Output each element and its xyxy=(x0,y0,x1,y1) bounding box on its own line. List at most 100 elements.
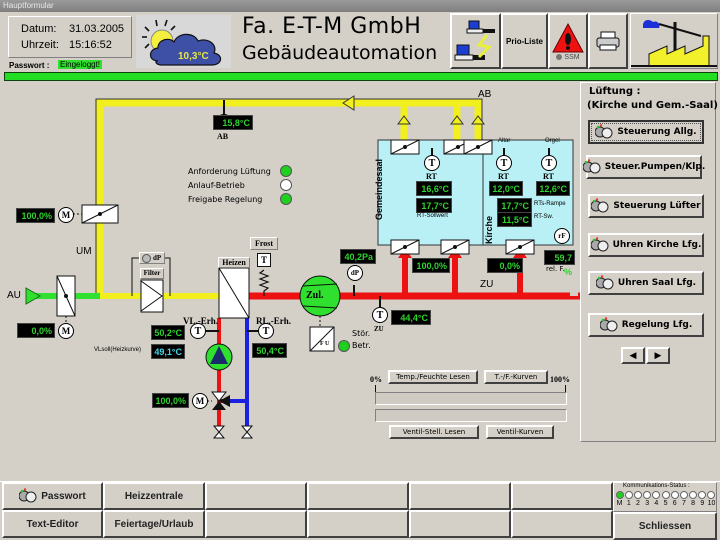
key-icon xyxy=(18,488,37,504)
betr-label: Betr. xyxy=(352,341,371,350)
comm-node: 10 xyxy=(707,491,716,508)
feiertage-urlaub-label: Feiertage/Urlaub xyxy=(114,518,194,530)
ssm-button[interactable]: SSM xyxy=(548,13,588,69)
valve-trend-bar xyxy=(375,409,567,422)
kirche-rt1-sensor: T xyxy=(496,155,512,171)
status-item: Anlauf-Betrieb xyxy=(188,178,292,192)
close-button[interactable]: Schliessen xyxy=(613,512,717,540)
comm-node-led xyxy=(698,491,707,499)
steuer-pumpen-label: Steuer.Pumpen/Klp. xyxy=(604,162,706,172)
print-button[interactable] xyxy=(588,13,628,69)
comm-node-label: 8 xyxy=(691,500,696,507)
temp-humidity-read-button[interactable]: Temp./Feuchte Lesen xyxy=(388,370,478,384)
next-page-button[interactable]: ▶ xyxy=(646,347,670,364)
au-label: AU xyxy=(7,290,21,301)
vl-soll-label: VLsoll(Heizkurve) xyxy=(94,347,142,353)
steuerung-allg-button[interactable]: Steuerung Allg. xyxy=(588,120,704,144)
saal-sollwert-label: RT-Sollwert xyxy=(417,213,448,219)
regelung-lfg-label: Regelung Lfg. xyxy=(621,320,693,330)
temp-trend-bar xyxy=(375,392,567,405)
outside-air-inlet-icon xyxy=(25,287,42,305)
saal-rt-value: 16,6°C xyxy=(416,181,452,196)
fu-run-led xyxy=(338,340,350,352)
footer-empty-button[interactable] xyxy=(205,482,307,510)
steuer-pumpen-button[interactable]: Steuer.Pumpen/Klp. xyxy=(582,155,705,179)
dp-value: 40,2Pa xyxy=(340,249,376,264)
time-label: Uhrzeit: xyxy=(21,39,59,51)
comm-node-led xyxy=(707,491,716,499)
three-way-valve-icon xyxy=(210,391,228,402)
heizzentrale-button[interactable]: Heizzentrale xyxy=(103,482,205,510)
comm-node: 2 xyxy=(633,491,642,508)
zu-sensor-label: ZU xyxy=(374,325,384,333)
status-label: Anlauf-Betrieb xyxy=(188,180,245,190)
valve-position-read-button[interactable]: Ventil-Stell. Lesen xyxy=(389,425,479,439)
flow-arrow-icon xyxy=(342,95,355,111)
saal-rt-label: RT xyxy=(426,172,437,181)
heizzentrale-label: Heizzentrale xyxy=(124,490,184,502)
date-value: 31.03.2005 xyxy=(69,23,125,35)
comm-node: 6 xyxy=(670,491,679,508)
footer-empty-button[interactable] xyxy=(307,510,409,538)
temp-humidity-curves-label: T.-/F.-Kurven xyxy=(494,373,538,381)
comm-node-label: M xyxy=(616,500,623,507)
comm-node: 7 xyxy=(679,491,688,508)
zu-temp-value: 44,4°C xyxy=(391,310,431,325)
comm-node-label: 5 xyxy=(663,500,668,507)
steuerung-luefter-label: Steuerung Lüfter xyxy=(613,201,701,211)
steuerung-allg-label: Steuerung Allg. xyxy=(617,127,697,137)
kirche-rt2-label: RT xyxy=(543,172,554,181)
filter-label: Filter xyxy=(140,268,164,279)
valve-value: 100,0% xyxy=(152,393,189,408)
um-motor-icon: M xyxy=(58,207,74,223)
orgel-label: Orgel xyxy=(545,138,560,144)
comm-node-led xyxy=(661,491,670,499)
valve-curves-label: Ventil-Kurven xyxy=(496,428,544,436)
printer-icon xyxy=(596,31,620,51)
comm-node-led xyxy=(643,491,652,499)
feiertage-urlaub-button[interactable]: Feiertage/Urlaub xyxy=(103,510,205,538)
scale-tick-min xyxy=(375,385,376,392)
stoer-label: Stör. xyxy=(352,329,371,338)
footer-empty-button[interactable] xyxy=(511,482,613,510)
comm-node: 1 xyxy=(624,491,633,508)
footer-empty-button[interactable] xyxy=(409,510,511,538)
prio-list-button[interactable]: Prio-Liste xyxy=(501,13,548,69)
text-editor-button[interactable]: Text-Editor xyxy=(2,510,103,538)
footer-empty-button[interactable] xyxy=(205,510,307,538)
gemeindesaal-label: Gemeindesaal xyxy=(374,158,384,220)
drain-valve-icon xyxy=(212,425,254,439)
footer-empty-button[interactable] xyxy=(409,482,511,510)
kirche-rt1-value: 12,0°C xyxy=(489,181,523,196)
valve-curves-button[interactable]: Ventil-Kurven xyxy=(486,425,554,439)
footer-empty-button[interactable] xyxy=(511,510,613,538)
status-list: Anforderung Lüftung Anlauf-Betrieb Freig… xyxy=(188,164,292,206)
uhren-saal-button[interactable]: Uhren Saal Lfg. xyxy=(588,271,704,295)
comm-node: 8 xyxy=(689,491,698,508)
vl-erh-value: 50,2°C xyxy=(151,325,185,340)
temp-humidity-curves-button[interactable]: T.-/F.-Kurven xyxy=(484,370,548,384)
return-air-duct-outline xyxy=(95,98,483,296)
passwort-label: Passwort xyxy=(41,490,86,502)
steuerung-luefter-button[interactable]: Steuerung Lüfter xyxy=(588,194,704,218)
comm-node-led xyxy=(633,491,642,499)
rf-sensor: rF xyxy=(554,228,570,244)
regelung-lfg-button[interactable]: Regelung Lfg. xyxy=(588,313,704,337)
dp-filter-indicator: dP xyxy=(139,252,165,264)
footer-empty-button[interactable] xyxy=(307,482,409,510)
comm-node-label: 4 xyxy=(654,500,659,507)
comm-node-label: 7 xyxy=(681,500,686,507)
time-value: 15:16:52 xyxy=(69,39,112,51)
passwort-button[interactable]: Passwort xyxy=(2,482,103,510)
ssm-text: SSM xyxy=(564,53,580,61)
prev-page-button[interactable]: ◀ xyxy=(621,347,645,364)
key-icon xyxy=(594,124,613,140)
comm-node-led xyxy=(679,491,688,499)
network-button[interactable] xyxy=(450,13,501,69)
comm-node-led xyxy=(652,491,661,499)
uhren-kirche-button[interactable]: Uhren Kirche Lfg. xyxy=(588,233,704,257)
vl-erh-label: VL.-Erh. xyxy=(183,316,219,326)
datetime-panel: Datum: 31.03.2005 Uhrzeit: 15:16:52 xyxy=(8,16,132,58)
comm-node-label: 10 xyxy=(707,500,716,507)
